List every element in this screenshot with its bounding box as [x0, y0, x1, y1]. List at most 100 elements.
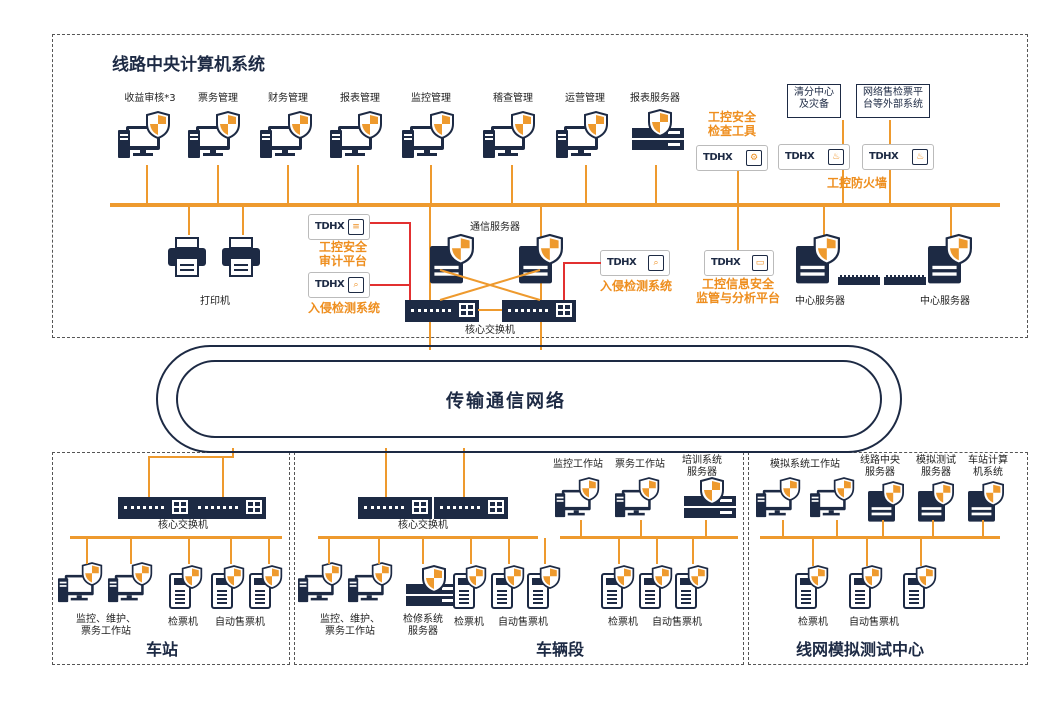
- link: [148, 456, 150, 498]
- center-server-2-label: 中心服务器: [920, 296, 970, 307]
- station-switch-2: [192, 497, 266, 519]
- red-link: [370, 222, 410, 224]
- comm-server-1-icon: [430, 233, 474, 284]
- ics-check-tool-label: 工控安全 检查工具: [707, 110, 756, 138]
- ws-label-5: 监控管理: [411, 93, 451, 104]
- clearing-center-box: 清分中心 及灾备: [787, 84, 841, 118]
- ws-label-3: 财务管理: [268, 93, 308, 104]
- firewall-1: TDHX♨: [778, 144, 850, 170]
- ids-right-label: 入侵检测系统: [599, 279, 672, 293]
- depot-switch-1: [358, 497, 432, 519]
- red-link: [370, 284, 410, 286]
- link: [692, 538, 694, 564]
- sim-ws-1-icon: [756, 477, 801, 518]
- link: [544, 538, 546, 564]
- gear-icon: ⚙: [746, 150, 762, 166]
- link: [146, 165, 148, 205]
- sim-tvm-2-icon: [903, 565, 937, 609]
- link: [737, 165, 739, 205]
- switch-link: [478, 309, 502, 311]
- external-system-box: 网络售检票平 台等外部系统: [856, 84, 930, 118]
- workstation-1-icon: [118, 110, 170, 158]
- depot-training-label: 培训系统 服务器: [682, 455, 722, 478]
- depot-switch-2: [434, 497, 508, 519]
- depot-switch-label: 核心交换机: [398, 520, 448, 531]
- link: [705, 520, 707, 538]
- station-region: [52, 452, 290, 665]
- link: [422, 538, 424, 564]
- link: [130, 538, 132, 564]
- link: [508, 538, 510, 564]
- station-title: 车站: [146, 640, 179, 659]
- depot-tvm2-1-icon: [639, 565, 673, 609]
- link: [782, 520, 784, 538]
- link: [385, 448, 387, 498]
- link: [866, 538, 868, 566]
- link: [823, 205, 825, 245]
- printer-label: 打印机: [200, 296, 230, 307]
- link: [430, 165, 432, 205]
- link: [882, 520, 884, 538]
- station-switch-1: [118, 497, 192, 519]
- depot-tvm-label: 自动售票机: [498, 617, 548, 628]
- center-server-1-label: 中心服务器: [795, 296, 845, 307]
- depot-ticket-ws-label: 票务工作站: [615, 459, 665, 470]
- list-icon: ≡: [348, 219, 364, 235]
- depot-bus-right: [560, 536, 738, 539]
- link: [86, 538, 88, 564]
- printer-2-icon: [222, 237, 260, 277]
- search-icon: ⌕: [648, 255, 664, 271]
- sim-station-computer-label: 车站计算 机系统: [968, 455, 1008, 478]
- station-ws-label: 监控、维护、 票务工作站: [76, 614, 136, 637]
- red-link: [563, 262, 601, 264]
- link: [836, 520, 838, 538]
- station-ws-1-icon: [58, 562, 103, 603]
- link: [268, 538, 270, 564]
- transport-network-label: 传输通信网络: [446, 391, 566, 412]
- link: [232, 448, 234, 458]
- depot-tvm2-2-icon: [675, 565, 709, 609]
- link: [230, 538, 232, 564]
- link: [511, 165, 513, 205]
- station-tvm-1-icon: [211, 565, 245, 609]
- sim-station-computer-icon: [968, 481, 1004, 522]
- sim-line-center-label: 线路中央 服务器: [860, 455, 900, 478]
- firewall-2: TDHX♨: [862, 144, 934, 170]
- link: [932, 520, 934, 538]
- mini-switch: [838, 275, 880, 285]
- link: [148, 456, 234, 458]
- depot-tvm-1-icon: [491, 565, 525, 609]
- station-switch-label: 核心交换机: [158, 520, 208, 531]
- depot-monitor-ws-icon: [555, 477, 600, 518]
- depot-ws-label: 监控、维护、 票务工作站: [320, 614, 380, 637]
- ws-label-7: 运营管理: [565, 93, 605, 104]
- ws-label-6: 稽查管理: [493, 93, 533, 104]
- sim-bus: [760, 536, 1000, 539]
- sim-ws-label: 模拟系统工作站: [770, 459, 840, 470]
- workstation-7-icon: [556, 110, 608, 158]
- red-link: [563, 262, 565, 304]
- link: [585, 165, 587, 205]
- depot-maint-server-icon: [406, 564, 458, 606]
- depot-ticket-ws-icon: [615, 477, 660, 518]
- ids-left-device: TDHX⌕: [308, 272, 370, 298]
- audit-label: 工控安全 审计平台: [318, 240, 367, 268]
- report-server-icon: [632, 108, 684, 150]
- cross-links: [439, 269, 541, 301]
- sim-tvm-label: 自动售票机: [849, 617, 899, 628]
- depot-tvm2-label: 自动售票机: [652, 617, 702, 628]
- sim-title: 线网模拟测试中心: [796, 640, 925, 659]
- search-icon: ⌕: [348, 277, 364, 293]
- sim-gate-label: 检票机: [798, 617, 828, 628]
- workstation-3-icon: [260, 110, 312, 158]
- fire-icon: ♨: [912, 149, 928, 165]
- ics-check-tool-device: TDHX⚙: [696, 145, 768, 171]
- core-switch-2: [502, 300, 576, 322]
- depot-gate-label: 检票机: [454, 617, 484, 628]
- sim-ws-2-icon: [810, 477, 855, 518]
- depot-bus-left: [318, 536, 538, 539]
- depot-gate2-label: 检票机: [608, 617, 638, 628]
- printer-1-icon: [168, 237, 206, 277]
- depot-gate-icon: [453, 565, 487, 609]
- workstation-4-icon: [330, 110, 382, 158]
